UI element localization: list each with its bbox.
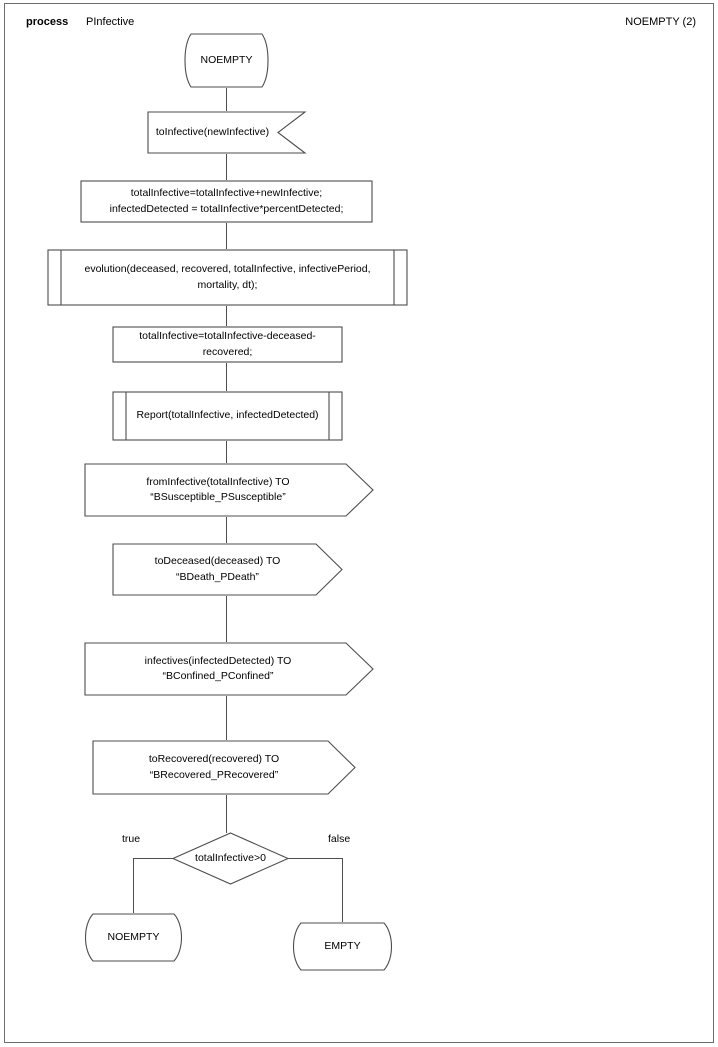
header-kind-label: process — [26, 16, 69, 28]
connector-start-to-input — [226, 88, 227, 111]
node-send-death[interactable]: toDeceased(deceased) TO “BDeath_PDeath” — [112, 543, 343, 596]
node-send-confined[interactable]: infectives(infectedDetected) TO “BConfin… — [84, 642, 374, 696]
connector-task-to-evolution — [226, 223, 227, 249]
connector-send3-to-send4 — [226, 696, 227, 740]
node-call-report[interactable]: Report(totalInfective, infectedDetected) — [112, 391, 343, 441]
node-decision[interactable]: totalInfective>0 — [171, 832, 290, 885]
edge-label-true: true — [122, 833, 141, 845]
connector-evolution-to-subtract — [226, 306, 227, 326]
node-input-toinfective[interactable]: toInfective(newInfective) — [147, 111, 307, 154]
node-task-subtract[interactable]: totalInfective=totalInfective-deceased-r… — [112, 326, 343, 363]
node-send-susceptible[interactable]: fromInfective(totalInfective) TO “BSusce… — [84, 463, 374, 517]
node-end-state-noempty[interactable]: NOEMPTY — [77, 913, 190, 962]
page-border — [4, 3, 714, 1043]
header-state-reference: NOEMPTY (2) — [625, 16, 696, 28]
connector-true-horizontal — [133, 858, 173, 859]
node-call-evolution[interactable]: evolution(deceased, recovered, totalInfe… — [47, 249, 408, 306]
connector-report-to-send1 — [226, 441, 227, 463]
connector-send2-to-send3 — [226, 596, 227, 642]
connector-input-to-task — [226, 154, 227, 180]
header-process-name: PInfective — [86, 16, 135, 28]
connector-true-vertical — [133, 858, 134, 913]
node-start-state[interactable]: NOEMPTY — [177, 33, 276, 88]
node-send-recovered[interactable]: toRecovered(recovered) TO “BRecovered_PR… — [92, 740, 356, 795]
connector-send4-to-decision — [226, 795, 227, 833]
connector-false-horizontal — [288, 858, 342, 859]
edge-label-false: false — [328, 833, 351, 845]
node-end-state-empty[interactable]: EMPTY — [285, 922, 400, 971]
connector-send1-to-send2 — [226, 517, 227, 543]
connector-false-vertical — [342, 858, 343, 922]
connector-subtract-to-report — [226, 363, 227, 391]
node-task-totals[interactable]: totalInfective=totalInfective+newInfecti… — [80, 180, 373, 223]
